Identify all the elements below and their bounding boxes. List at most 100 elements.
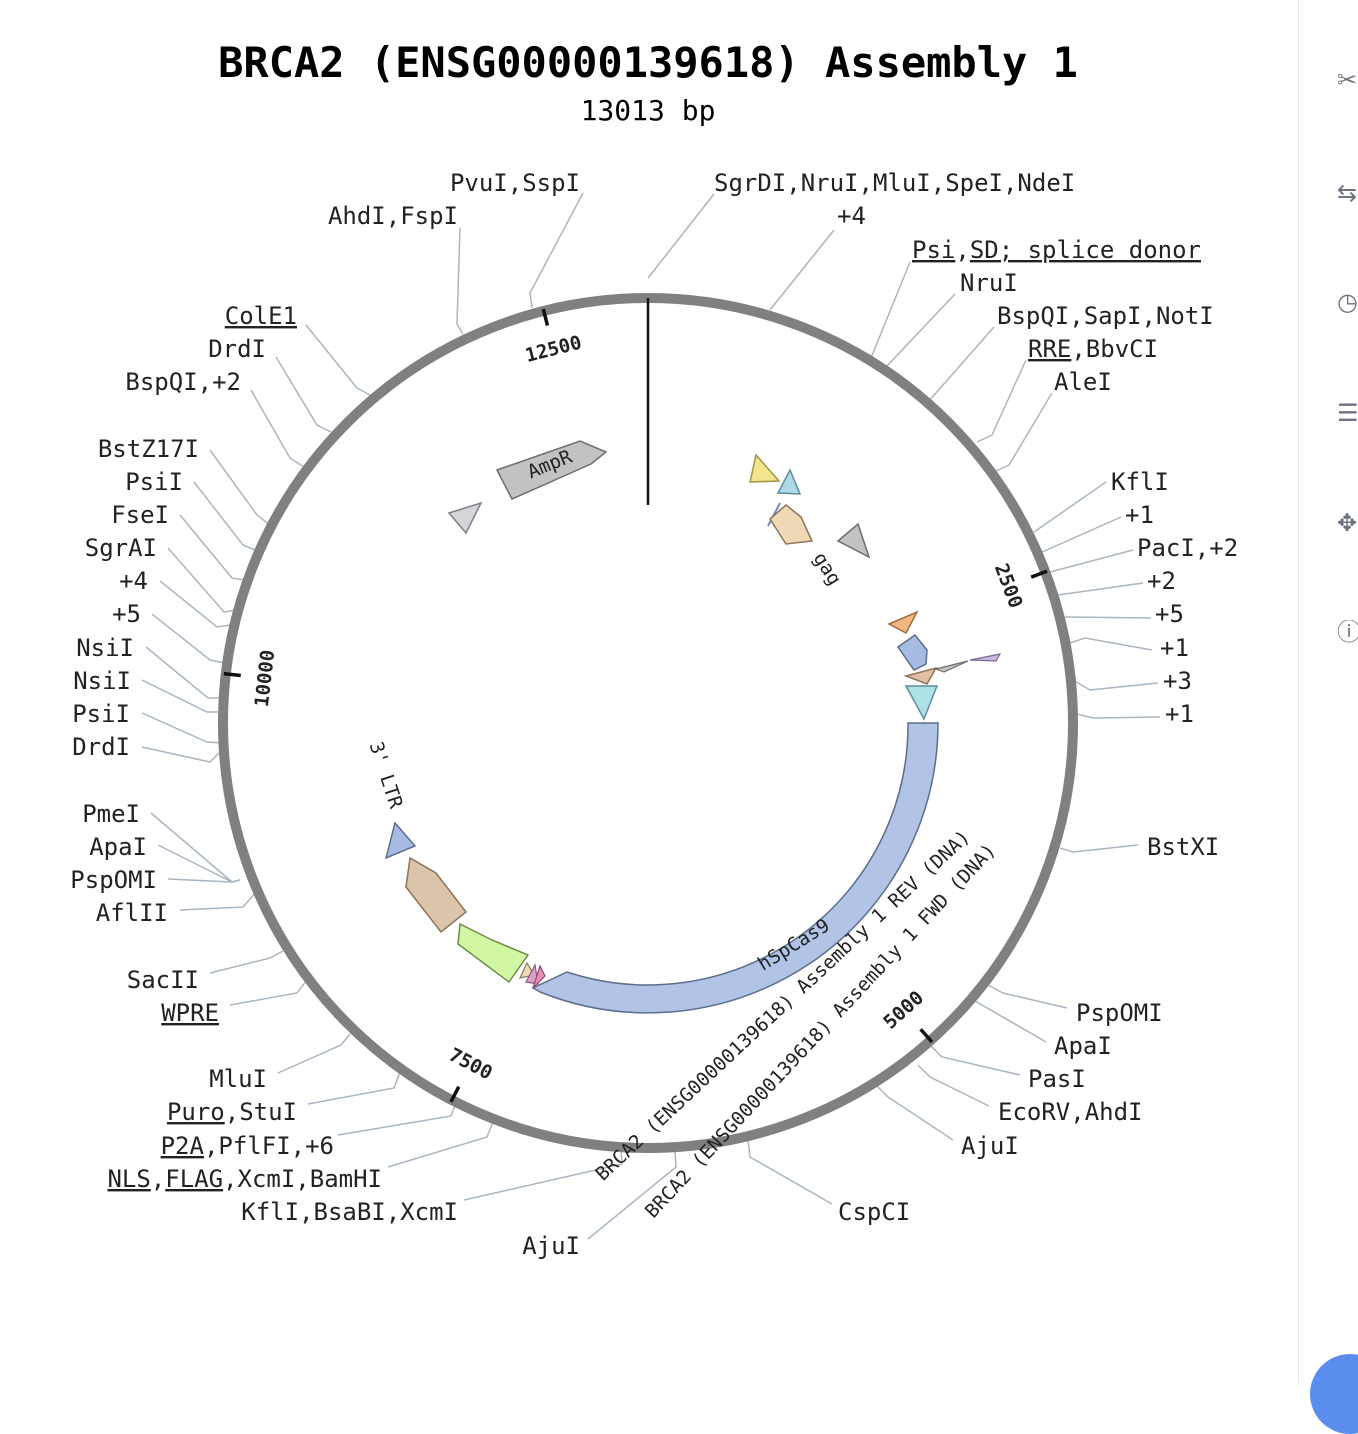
label-leader-line [305,324,371,396]
site-label[interactable]: AhdI,FspI [328,202,458,230]
site-label[interactable]: CspCI [838,1198,910,1226]
site-label[interactable]: WPRE [161,999,219,1027]
site-label[interactable]: +1 [1165,700,1194,728]
site-label[interactable]: PacI,+2 [1137,534,1238,562]
site-label[interactable]: SacII [127,966,199,994]
label-leaders [141,192,1161,1240]
feature-blue-small[interactable] [896,633,928,671]
label-leader-line [747,1139,833,1205]
site-label[interactable]: AjuI [961,1132,1019,1160]
label-leader-line [1064,616,1152,619]
site-label[interactable]: +2 [1147,567,1176,595]
site-label[interactable]: PmeI [82,800,140,828]
history-clock-icon[interactable]: ◷ [1337,290,1358,314]
site-label[interactable]: NLS,FLAG,XcmI,BamHI [107,1165,382,1193]
site-label[interactable]: AflII [96,899,168,927]
feature-hSpCas9[interactable] [531,722,939,1014]
label-leader-line [159,580,231,628]
feature-gag[interactable] [769,504,814,545]
site-label[interactable]: RRE,BbvCI [1028,335,1158,363]
label-leader-line [337,1099,458,1136]
tick-mark [919,1028,934,1044]
label-leader-line [769,229,835,311]
site-label[interactable]: KflI,BsaBI,XcmI [241,1198,458,1226]
site-label[interactable]: +4 [837,202,866,230]
label-leader-line [179,891,257,911]
site-label[interactable]: AjuI [522,1232,580,1260]
label-leader-line [277,1033,351,1074]
scissors-icon[interactable]: ✂ [1337,68,1358,92]
info-icon[interactable]: ⓘ [1337,620,1358,644]
site-label[interactable]: P2A,PflFI,+6 [161,1132,334,1160]
feature-cyan-mid[interactable] [904,685,939,721]
feature-yellow-small[interactable] [749,453,781,483]
site-label[interactable]: BspQI,+2 [125,368,241,396]
feature-orange-small[interactable] [887,610,919,635]
site-label[interactable]: NruI [960,269,1018,297]
feature-tan-large[interactable] [405,856,468,934]
site-label[interactable]: FseI [111,501,169,529]
feature-magenta-tiny[interactable] [532,964,546,989]
site-label[interactable]: PsiI [125,468,183,496]
site-label[interactable]: PspOMI [1076,999,1163,1027]
feature-gray-sliver[interactable] [933,660,969,673]
site-label[interactable]: PsiI [72,700,130,728]
site-label[interactable]: +1 [1125,501,1154,529]
site-label[interactable]: PvuI,SspI [450,169,580,197]
label-leader-line [929,1044,1021,1076]
site-label[interactable]: EcoRV,AhdI [998,1098,1143,1126]
site-label[interactable]: +4 [119,567,148,595]
label-leader-line [969,997,1047,1043]
site-label[interactable]: KflI [1111,468,1169,496]
site-label[interactable]: ApaI [1054,1032,1112,1060]
feature-green[interactable] [457,922,530,984]
site-label[interactable]: +1 [1160,634,1189,662]
feature-pink-tiny[interactable] [525,963,539,985]
feature-AmpR[interactable] [495,440,608,500]
site-label[interactable]: SgrDI,NruI,MluI,SpeI,NdeI [714,169,1075,197]
site-label[interactable]: ColE1 [225,302,297,330]
label-leader-line [1072,712,1161,719]
feature-tan-small[interactable] [903,666,938,685]
site-label[interactable]: NsiI [73,667,131,695]
site-label[interactable]: +5 [1155,600,1184,628]
feature-cyan-small[interactable] [776,468,802,495]
label-leader-line [141,712,223,744]
site-label[interactable]: DrdI [72,733,130,761]
tick-mark [223,671,241,678]
label-leader-line [1039,516,1122,554]
site-label[interactable]: AleI [1054,368,1112,396]
feature-gray-small[interactable] [836,522,871,559]
site-label[interactable]: PasI [1028,1065,1086,1093]
label-leader-line [1049,549,1134,573]
map-title: BRCA2 (ENSG00000139618) Assembly 1 [218,38,1078,87]
label-leader-line [647,193,715,279]
cut-site-labels: SgrDI,NruI,MluI,SpeI,NdeI +4 Psi,SD; spl… [70,169,1238,1260]
feature-thin-line[interactable] [767,502,781,527]
tick-mark [449,1085,461,1103]
site-label[interactable]: ApaI [89,833,147,861]
site-label[interactable]: BstZ17I [98,435,199,463]
site-label[interactable]: MluI [209,1065,267,1093]
site-label[interactable]: BstXI [1147,833,1219,861]
site-label[interactable]: SgrAI [85,534,157,562]
label-leader-line [1033,481,1107,533]
label-leader-line [157,844,241,883]
feature-small-gray[interactable] [447,501,483,535]
site-label[interactable]: Psi,SD; splice donor [912,236,1201,264]
site-label[interactable]: NsiI [76,634,134,662]
site-label[interactable]: +3 [1163,667,1192,695]
label-leader-line [1072,679,1159,691]
feature-purple-sliver[interactable] [969,653,1002,662]
label-leader-line [209,950,284,974]
site-label[interactable]: BspQI,SapI,NotI [997,302,1214,330]
swap-arrows-icon[interactable]: ⇆ [1337,181,1358,205]
crosshair-icon[interactable]: ✥ [1337,511,1358,535]
feature-label-gag: gag [809,548,846,589]
site-label[interactable]: DrdI [208,335,266,363]
site-label[interactable]: +5 [112,600,141,628]
list-lines-icon[interactable]: ☰ [1337,401,1358,425]
site-label[interactable]: PspOMI [70,866,157,894]
site-label[interactable]: Puro,StuI [167,1098,297,1126]
feature-3-LTR[interactable] [384,821,417,860]
